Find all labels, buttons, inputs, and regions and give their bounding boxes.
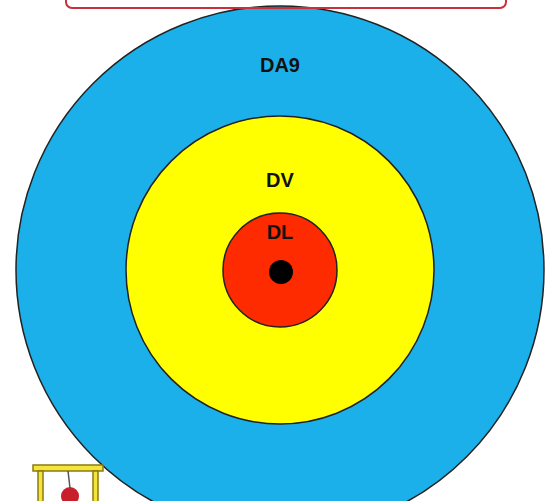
pendulum-icon [33, 465, 103, 501]
middle-circle: DV DL [125, 115, 435, 425]
circle-label: DL [222, 219, 338, 245]
circle-label: DA9 [15, 52, 545, 78]
inner-circle: DL [222, 212, 338, 328]
outer-circle: DA9DV DL [15, 5, 545, 501]
circle-label: DV [125, 167, 435, 193]
